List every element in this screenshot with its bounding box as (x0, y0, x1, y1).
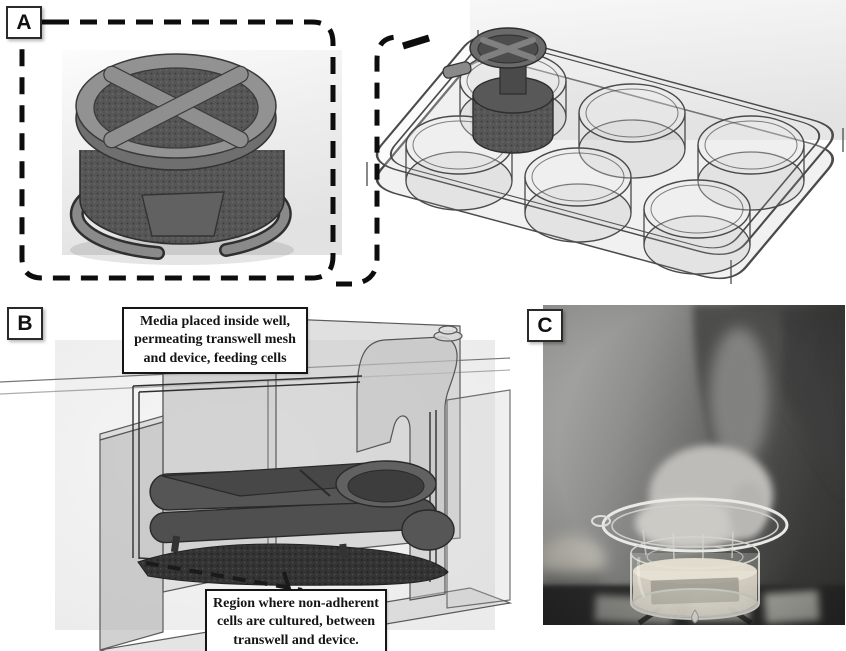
panel-a-letter: A (16, 11, 32, 34)
panel-c-letter: C (537, 314, 553, 337)
device-top-ring (75, 53, 277, 171)
transwell-device-in-well (442, 27, 554, 154)
panel-b-illustration (0, 313, 513, 651)
annotation-line: cells are cultured, between (216, 614, 376, 630)
callout-arrow-dash (401, 34, 431, 50)
media-annotation-box: Media placed inside well, permeating tra… (122, 307, 308, 375)
annotation-line: and device, feeding cells (143, 350, 287, 366)
panel-c-photo (543, 305, 845, 625)
annotation-line: permeating transwell mesh (134, 332, 296, 348)
panel-c-label: C (527, 309, 563, 342)
device-cap-cross (469, 27, 547, 69)
panel-a-label: A (6, 6, 42, 39)
device-handle-clip (442, 61, 472, 79)
dashed-region-marker (145, 561, 303, 593)
transwell-device-enlarged (69, 53, 294, 265)
panel-a-illustration (19, 0, 846, 287)
annotation-line: transwell and device. (233, 632, 359, 648)
transwell-device-section (137, 460, 455, 586)
annotation-line: Media placed inside well, (139, 314, 291, 329)
cross-bar (103, 65, 249, 149)
region-annotation-box: Region where non-adherent cells are cult… (205, 589, 387, 651)
panel-b-letter: B (17, 312, 33, 335)
annotation-line: Region where non-adherent (213, 596, 379, 611)
panel-b-label: B (7, 307, 43, 340)
device-front-tab (141, 191, 225, 237)
photo-vignette (543, 305, 845, 625)
